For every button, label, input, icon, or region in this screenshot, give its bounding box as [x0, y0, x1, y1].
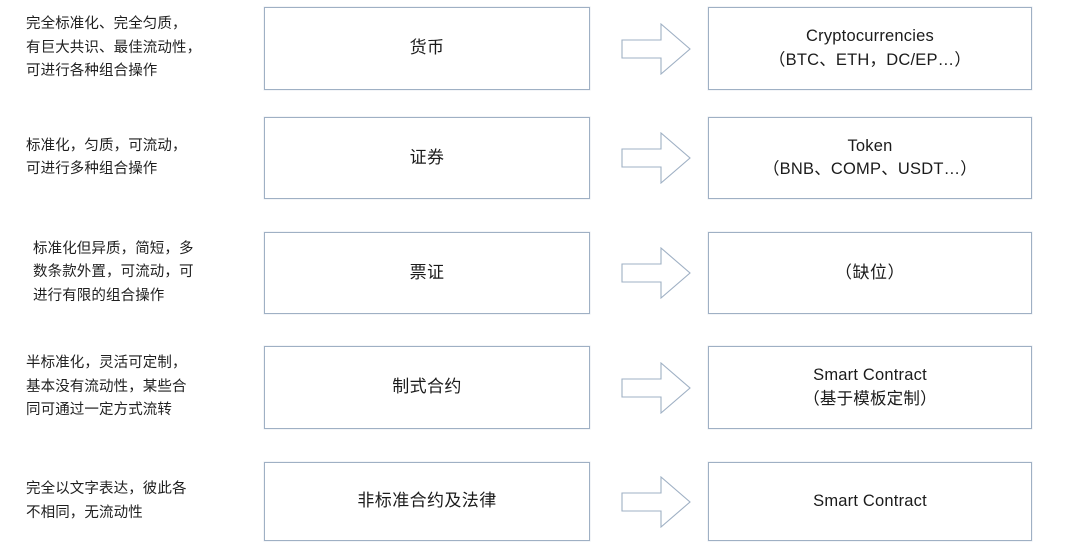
- row-description-text: 完全标准化、完全匀质， 有巨大共识、最佳流动性， 可进行各种组合操作: [26, 16, 202, 80]
- traditional-asset-label: 非标准合约及法律: [357, 491, 497, 511]
- row-description-cell: 半标准化，灵活可定制， 基本没有流动性，某些合 同可通过一定方式流转: [0, 346, 258, 429]
- digital-asset-box[interactable]: Smart Contract （基于模板定制）: [708, 346, 1032, 429]
- right-block-arrow-icon: [608, 117, 704, 199]
- traditional-asset-box[interactable]: 制式合约: [264, 346, 590, 429]
- traditional-asset-box[interactable]: 证券: [264, 117, 590, 199]
- right-block-arrow-icon: [608, 346, 704, 429]
- row-description-text: 标准化但异质，简短，多 数条款外置，可流动，可 进行有限的组合操作: [33, 240, 194, 304]
- row-description-cell: 完全以文字表达，彼此各 不相同，无流动性: [0, 462, 258, 541]
- digital-asset-label: Smart Contract: [813, 491, 927, 510]
- digital-asset-box[interactable]: Cryptocurrencies （BTC、ETH，DC/EP…）: [708, 7, 1032, 90]
- digital-asset-label: Token （BNB、COMP、USDT…）: [762, 136, 978, 178]
- traditional-asset-box[interactable]: 非标准合约及法律: [264, 462, 590, 541]
- row-description-text: 半标准化，灵活可定制， 基本没有流动性，某些合 同可通过一定方式流转: [26, 355, 187, 419]
- traditional-asset-box[interactable]: 货币: [264, 7, 590, 90]
- row-description-cell: 标准化但异质，简短，多 数条款外置，可流动，可 进行有限的组合操作: [0, 232, 258, 314]
- row-description-text: 完全以文字表达，彼此各 不相同，无流动性: [26, 481, 187, 521]
- digital-asset-box[interactable]: （缺位）: [708, 232, 1032, 314]
- digital-asset-label: （缺位）: [835, 262, 905, 282]
- traditional-asset-label: 票证: [409, 262, 445, 282]
- row-description-text: 标准化，匀质，可流动， 可进行多种组合操作: [26, 137, 187, 177]
- right-block-arrow-icon: [608, 7, 704, 90]
- digital-asset-label: Cryptocurrencies （BTC、ETH，DC/EP…）: [768, 27, 972, 69]
- traditional-asset-label: 制式合约: [392, 377, 462, 397]
- digital-asset-box[interactable]: Token （BNB、COMP、USDT…）: [708, 117, 1032, 199]
- row-description-cell: 标准化，匀质，可流动， 可进行多种组合操作: [0, 117, 258, 199]
- digital-asset-box[interactable]: Smart Contract: [708, 462, 1032, 541]
- digital-asset-label: Smart Contract （基于模板定制）: [803, 366, 937, 408]
- right-block-arrow-icon: [608, 232, 704, 314]
- traditional-asset-box[interactable]: 票证: [264, 232, 590, 314]
- traditional-asset-label: 货币: [409, 38, 445, 58]
- right-block-arrow-icon: [608, 462, 704, 541]
- row-description-cell: 完全标准化、完全匀质， 有巨大共识、最佳流动性， 可进行各种组合操作: [0, 7, 258, 90]
- traditional-asset-label: 证券: [409, 147, 445, 167]
